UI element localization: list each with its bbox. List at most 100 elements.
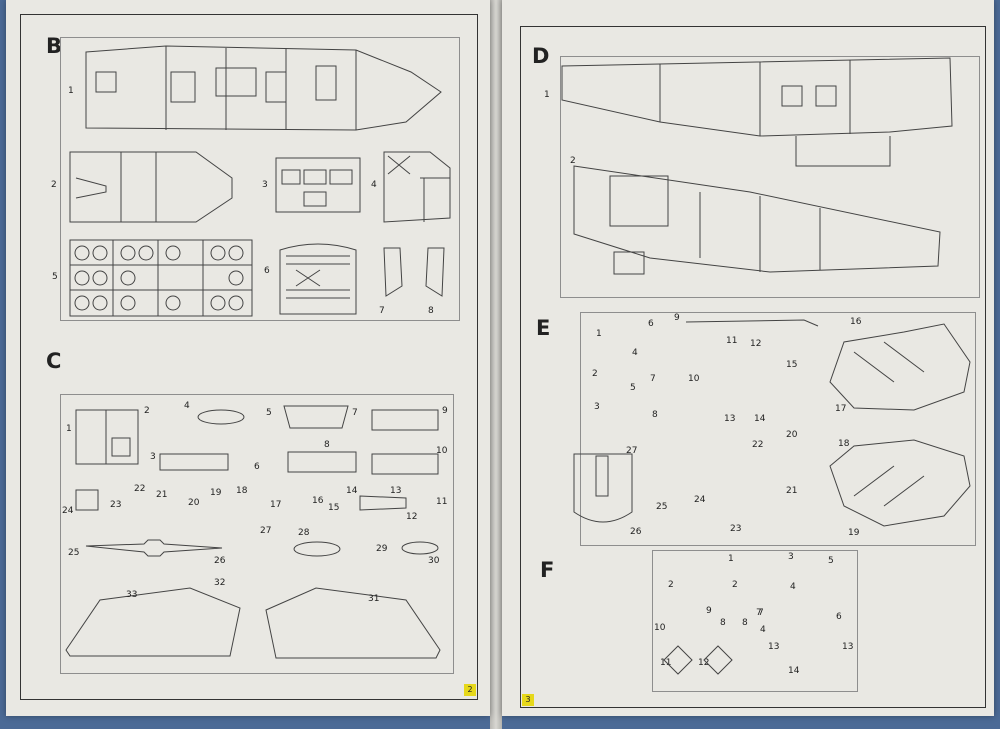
part-b4 xyxy=(383,151,451,223)
left-page-frame xyxy=(20,14,478,700)
label-e10: 10 xyxy=(688,374,700,384)
part-b6 xyxy=(279,243,357,315)
label-e9: 9 xyxy=(674,313,680,323)
label-c10: 10 xyxy=(436,446,448,456)
label-c17: 17 xyxy=(270,500,282,510)
part-f11-f12 xyxy=(663,645,733,675)
label-f2a: 2 xyxy=(668,580,674,590)
label-f7b: 7 xyxy=(756,608,762,618)
label-c11: 11 xyxy=(436,497,448,507)
part-e17 xyxy=(829,323,971,411)
section-d-letter: D xyxy=(532,44,550,68)
label-b6: 6 xyxy=(264,266,270,276)
part-d2-fuselage xyxy=(573,165,941,275)
label-c32: 32 xyxy=(214,578,226,588)
label-f4b: 4 xyxy=(760,625,766,635)
label-e7: 7 xyxy=(650,374,656,384)
label-f11: 11 xyxy=(660,658,672,668)
label-e22: 22 xyxy=(752,440,764,450)
label-c19: 19 xyxy=(210,488,222,498)
label-c28: 28 xyxy=(298,528,310,538)
label-b3: 3 xyxy=(262,180,268,190)
label-c7: 7 xyxy=(352,408,358,418)
label-f4: 4 xyxy=(790,582,796,592)
part-c9 xyxy=(371,409,439,431)
label-c31: 31 xyxy=(368,594,380,604)
label-c6: 6 xyxy=(254,462,260,472)
label-b7: 7 xyxy=(379,306,385,316)
label-c5: 5 xyxy=(266,408,272,418)
part-c7 xyxy=(283,405,349,429)
label-d2: 2 xyxy=(570,156,576,166)
label-f8: 8 xyxy=(720,618,726,628)
label-f13b: 13 xyxy=(842,642,854,652)
label-e24: 24 xyxy=(694,495,706,505)
label-c20: 20 xyxy=(188,498,200,508)
label-f8b: 8 xyxy=(742,618,748,628)
label-c16: 16 xyxy=(312,496,324,506)
label-c29: 29 xyxy=(376,544,388,554)
right-page: D 1 2 E 1 2 3 4 5 6 7 8 9 10 11 12 13 14… xyxy=(502,0,994,716)
label-f3: 3 xyxy=(788,552,794,562)
label-c18: 18 xyxy=(236,486,248,496)
part-c25-rotor xyxy=(85,539,223,557)
label-e18: 18 xyxy=(838,439,850,449)
part-b7 xyxy=(383,247,403,297)
label-c3: 3 xyxy=(150,452,156,462)
label-f2b: 2 xyxy=(732,580,738,590)
part-c28 xyxy=(293,541,341,557)
page-number-2: 2 xyxy=(464,684,476,696)
sprue-b-frame xyxy=(60,37,460,321)
right-page-frame xyxy=(520,26,986,708)
label-f9: 9 xyxy=(706,606,712,616)
label-c23: 23 xyxy=(110,500,122,510)
part-c13 xyxy=(359,495,407,511)
label-b2: 2 xyxy=(51,180,57,190)
label-f12: 12 xyxy=(698,658,710,668)
label-c26: 26 xyxy=(214,556,226,566)
label-e14: 14 xyxy=(754,414,766,424)
page-number-3: 3 xyxy=(522,694,534,706)
label-c9: 9 xyxy=(442,406,448,416)
label-e21: 21 xyxy=(786,486,798,496)
label-e13: 13 xyxy=(724,414,736,424)
part-b5 xyxy=(69,239,253,317)
label-c13: 13 xyxy=(390,486,402,496)
part-c4 xyxy=(197,409,245,425)
part-e18 xyxy=(829,439,971,527)
label-c2: 2 xyxy=(144,406,150,416)
label-c25: 25 xyxy=(68,548,80,558)
label-e15: 15 xyxy=(786,360,798,370)
section-b-letter: B xyxy=(46,34,63,58)
label-b1: 1 xyxy=(68,86,74,96)
label-e3: 3 xyxy=(594,402,600,412)
label-e20: 20 xyxy=(786,430,798,440)
label-e11: 11 xyxy=(726,336,738,346)
sprue-d-frame xyxy=(560,56,980,298)
label-e5: 5 xyxy=(630,383,636,393)
part-c3 xyxy=(159,453,229,471)
label-c1: 1 xyxy=(66,424,72,434)
part-c1 xyxy=(75,409,139,465)
part-c10 xyxy=(371,453,439,475)
label-e4: 4 xyxy=(632,348,638,358)
label-d1: 1 xyxy=(544,90,550,100)
label-c15: 15 xyxy=(328,503,340,513)
label-c30: 30 xyxy=(428,556,440,566)
label-f13a: 13 xyxy=(768,642,780,652)
label-c8: 8 xyxy=(324,440,330,450)
label-e12: 12 xyxy=(750,339,762,349)
label-e1: 1 xyxy=(596,329,602,339)
label-f10: 10 xyxy=(654,623,666,633)
part-d1-fuselage xyxy=(561,57,953,167)
left-page: B 1 2 3 4 5 xyxy=(6,0,490,716)
part-c31 xyxy=(265,587,441,659)
label-f7: 7 xyxy=(758,608,764,618)
sprue-e-frame xyxy=(580,312,976,546)
label-b4: 4 xyxy=(371,180,377,190)
label-f6: 6 xyxy=(836,612,842,622)
part-b8 xyxy=(425,247,445,297)
label-e6: 6 xyxy=(648,319,654,329)
label-c33: 33 xyxy=(126,590,138,600)
label-e17: 17 xyxy=(835,404,847,414)
